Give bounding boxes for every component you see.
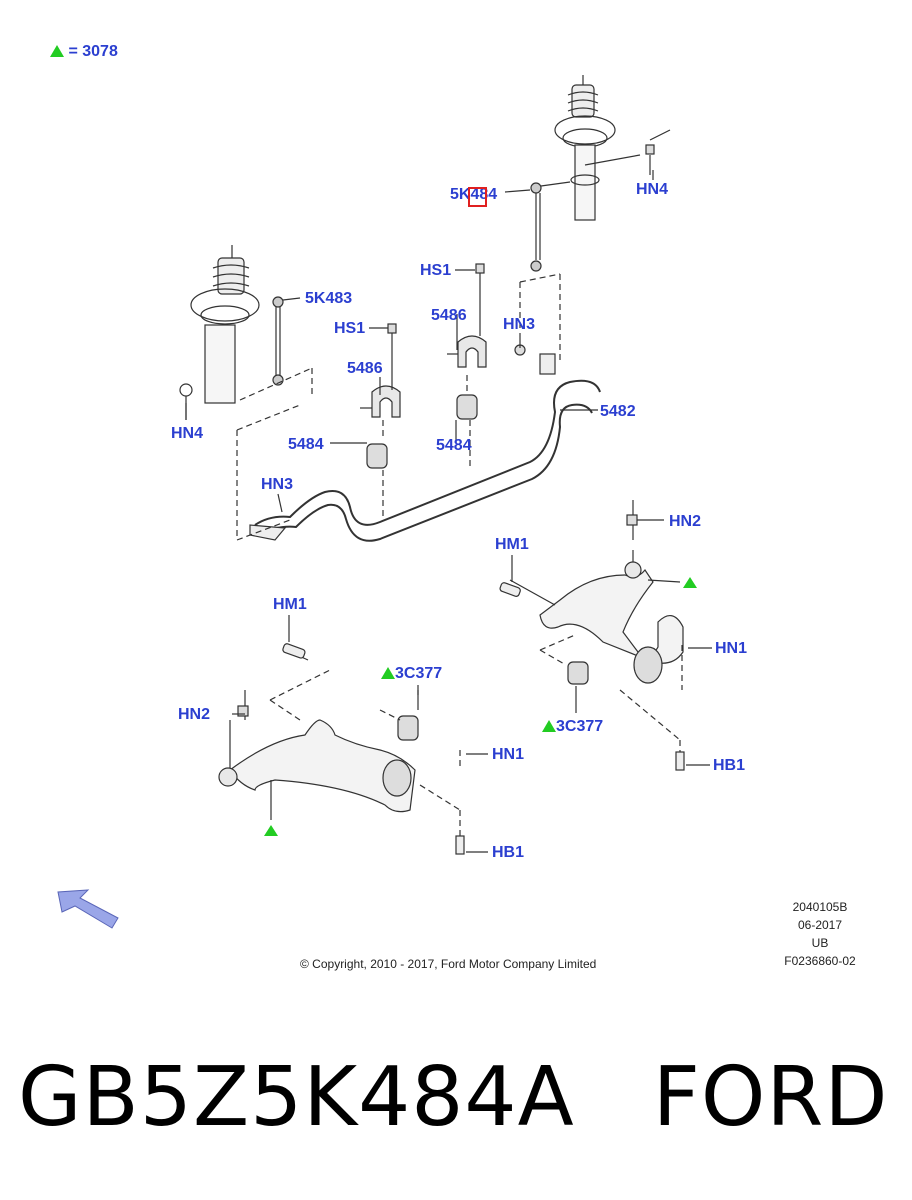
callout-hb1-left[interactable]: HB1 (492, 844, 525, 861)
callout-3c377-right-text: 3C377 (556, 718, 604, 735)
copyright-notice: © Copyright, 2010 - 2017, Ford Motor Com… (300, 957, 597, 971)
callout-5484-left[interactable]: 5484 (288, 436, 324, 453)
legend-text: = 3078 (68, 43, 118, 60)
bushing-bracket-left (330, 323, 401, 520)
stabilizer-link-left (239, 296, 313, 401)
triangle-markers (264, 577, 697, 836)
strut-assembly-right (554, 75, 671, 221)
callout-3c377-left-text: 3C377 (395, 665, 443, 682)
strut-assembly-left (179, 245, 260, 420)
callout-3c377-left[interactable]: 3C377 (381, 665, 442, 683)
legend: = 3078 (50, 43, 118, 61)
callout-5482[interactable]: 5482 (600, 403, 636, 420)
callout-5484-right[interactable]: 5484 (436, 437, 472, 454)
meta-date: 06-2017 (797, 918, 843, 932)
leader-lines (185, 170, 712, 853)
lower-control-arm-left (218, 643, 465, 855)
callout-5k483[interactable]: 5K483 (305, 290, 353, 307)
stabilizer-bar (236, 353, 601, 542)
part-number: GB5Z5K484A (18, 1050, 575, 1145)
brand-name: FORD (652, 1050, 889, 1145)
callout-hb1-right[interactable]: HB1 (713, 757, 746, 774)
stabilizer-link-right (504, 181, 571, 360)
bushing-bracket-right (447, 263, 526, 470)
callout-5486-top[interactable]: 5486 (431, 307, 467, 324)
callout-hm1-left[interactable]: HM1 (273, 596, 307, 613)
highlight-box (468, 187, 487, 207)
callout-hn1-right[interactable]: HN1 (715, 640, 748, 657)
callout-hn4-left[interactable]: HN4 (171, 425, 204, 442)
bottom-caption: GB5Z5K484A FORD (18, 1050, 889, 1145)
meta-figure: F0236860-02 (784, 954, 856, 968)
green-triangle-icon (50, 45, 64, 57)
callout-5486-left[interactable]: 5486 (347, 360, 383, 377)
callout-hs1-left[interactable]: HS1 (334, 320, 366, 337)
callout-hn3-left[interactable]: HN3 (261, 476, 294, 493)
lower-control-arm-right (499, 500, 685, 771)
callout-hn3-top[interactable]: HN3 (503, 316, 536, 333)
callout-hs1-top[interactable]: HS1 (420, 262, 452, 279)
callout-hm1-right[interactable]: HM1 (495, 536, 529, 553)
green-triangle-icon (542, 720, 556, 732)
callout-hn2-right[interactable]: HN2 (669, 513, 702, 530)
callout-hn2-left[interactable]: HN2 (178, 706, 211, 723)
green-triangle-icon (381, 667, 395, 679)
callout-hn1-left[interactable]: HN1 (492, 746, 525, 763)
meta-region: UB (811, 936, 829, 950)
figure-metadata: 2040105B 06-2017 UB F0236860-02 (760, 898, 880, 970)
direction-arrow-icon (57, 889, 119, 929)
callout-hn4-top[interactable]: HN4 (636, 181, 669, 198)
callout-3c377-right[interactable]: 3C377 (542, 718, 603, 736)
meta-code: 2040105B (792, 900, 848, 914)
